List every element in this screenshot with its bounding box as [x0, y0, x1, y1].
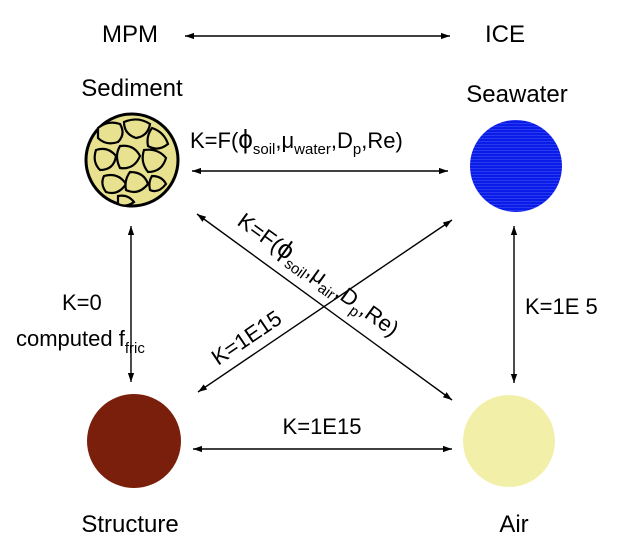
left-link-computed: computed ffric — [16, 326, 145, 357]
sediment-node — [84, 112, 180, 208]
seawater-node — [470, 120, 562, 212]
structure-seawater-link-label: K=1E15 — [207, 305, 286, 370]
bottom-link-label: K=1E15 — [283, 414, 362, 439]
top-link-label: K=F(ϕsoil,μwater,Dp,Re) — [190, 124, 403, 158]
left-link-k: K=0 — [62, 290, 102, 315]
sediment-label: Sediment — [81, 75, 183, 102]
right-link-label: K=1E 5 — [525, 294, 598, 319]
structure-node — [87, 394, 181, 488]
air-node — [463, 395, 555, 487]
seawater-label: Seawater — [466, 81, 567, 108]
structure-seawater-arrow — [197, 219, 453, 393]
mpm-label: MPM — [102, 21, 158, 48]
structure-label: Structure — [81, 511, 178, 538]
ice-label: ICE — [485, 21, 525, 48]
air-label: Air — [499, 511, 528, 538]
